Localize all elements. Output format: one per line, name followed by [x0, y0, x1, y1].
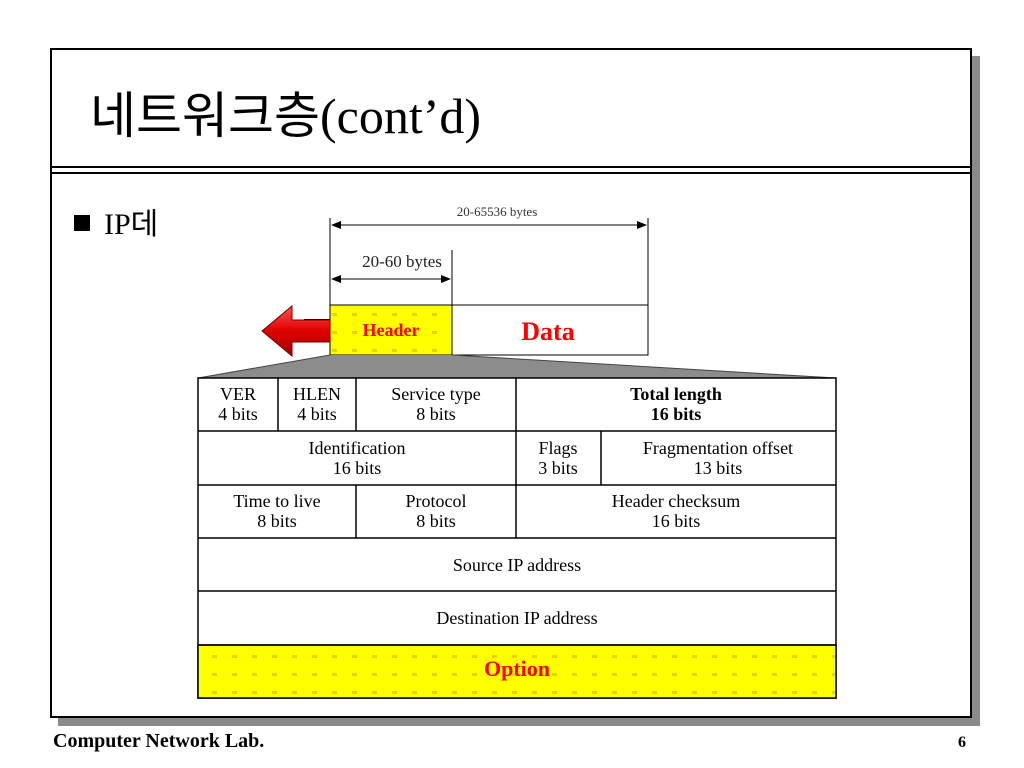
field-protocol-bits: 8 bits — [416, 511, 456, 531]
expansion-funnel — [198, 355, 836, 378]
left-arrow-icon — [261, 304, 331, 358]
field-total-length-name: Total length — [630, 384, 722, 404]
field-fragmentation-offset-bits: 13 bits — [694, 458, 743, 478]
field-header-checksum-name: Header checksum — [612, 491, 740, 511]
field-time-to-live-bits: 8 bits — [257, 511, 297, 531]
title-rule-top — [52, 166, 970, 168]
field-ver-name: VER — [220, 384, 256, 404]
field-ver-bits: 4 bits — [218, 404, 258, 424]
total-range-label: 20-65536 bytes — [457, 204, 538, 219]
field-fragmentation-offset-name: Fragmentation offset — [643, 438, 793, 458]
header-segment — [329, 304, 453, 356]
field-identification-bits: 16 bits — [333, 458, 382, 478]
field-total-length-bits: 16 bits — [651, 404, 702, 424]
field-service-type-name: Service type — [391, 384, 480, 404]
field-service-type-bits: 8 bits — [416, 404, 456, 424]
field-identification-name: Identification — [309, 438, 406, 458]
header-label: Header — [363, 320, 420, 340]
field-source-ip: Source IP address — [453, 555, 581, 575]
footer-lab-name: Computer Network Lab. — [53, 730, 265, 752]
bullet-text: IP데 — [104, 208, 159, 241]
field-destination-ip: Destination IP address — [436, 608, 597, 628]
title-rule-bottom — [52, 172, 970, 174]
field-hlen-bits: 4 bits — [297, 404, 337, 424]
data-label: Data — [521, 317, 574, 346]
page-number: 6 — [958, 734, 966, 751]
bullet-square-icon — [74, 215, 90, 231]
header-range-dimension: 20-60 bytes — [331, 250, 453, 305]
data-segment — [451, 304, 649, 356]
total-range-dimension: 20-65536 bytes — [329, 204, 649, 305]
ip-header-table: VER 4 bits HLEN 4 bits Service type 8 bi… — [197, 377, 837, 699]
header-range-label: 20-60 bytes — [362, 252, 442, 271]
slide-title: 네트워크층(cont’d) — [90, 88, 482, 144]
field-header-checksum-bits: 16 bits — [652, 511, 701, 531]
option-row — [197, 644, 837, 699]
field-hlen-name: HLEN — [293, 384, 341, 404]
field-protocol-name: Protocol — [406, 491, 467, 511]
field-flags-bits: 3 bits — [538, 458, 578, 478]
bullet-item: IP데 — [74, 208, 158, 242]
field-time-to-live-name: Time to live — [233, 491, 320, 511]
title-area: 네트워크층(cont’d) — [52, 50, 970, 168]
field-flags-name: Flags — [538, 438, 577, 458]
field-option: Option — [484, 656, 550, 681]
